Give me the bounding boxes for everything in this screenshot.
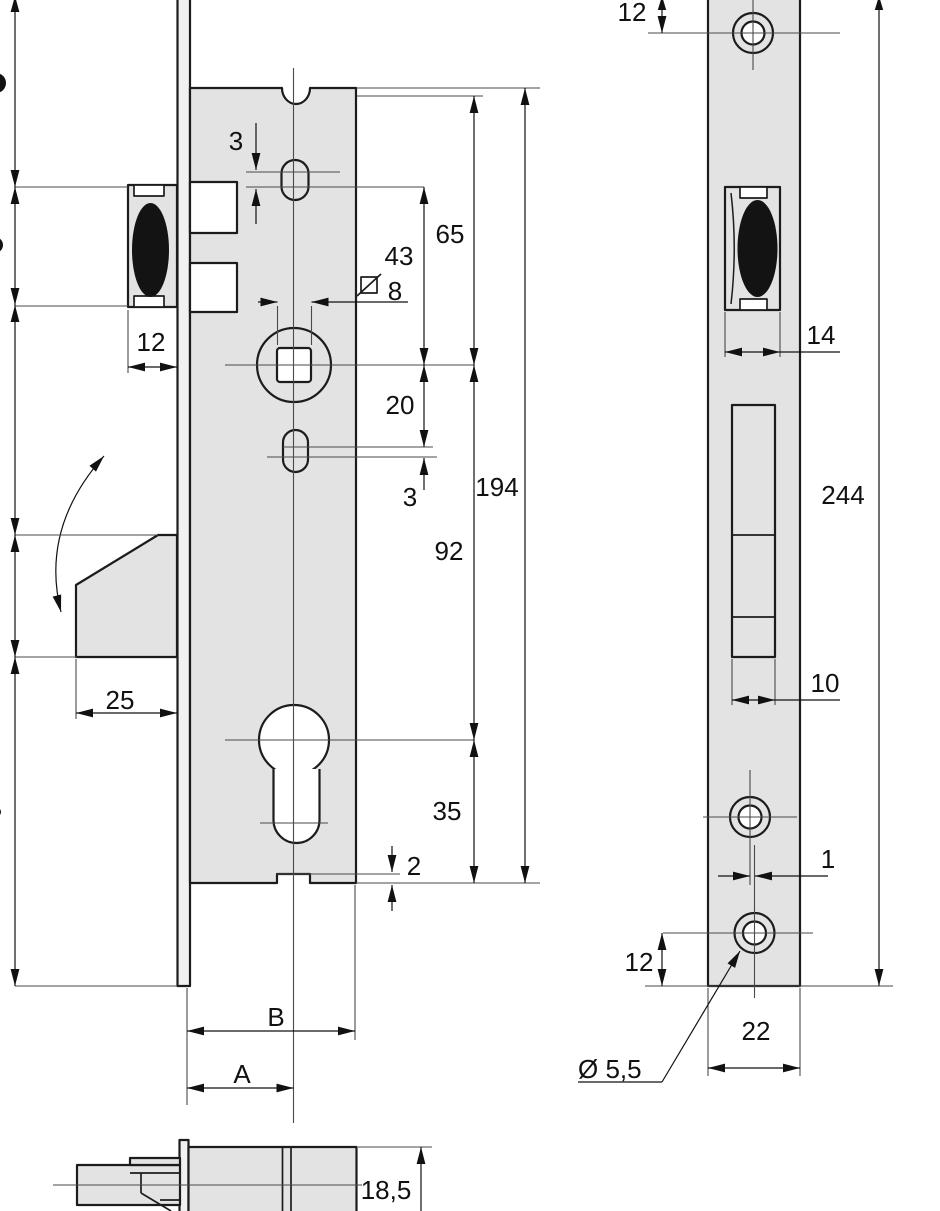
latch-bolt — [132, 203, 169, 297]
dim-43: 43 — [385, 187, 429, 365]
dim-label-1: 1 — [821, 844, 835, 874]
dim-20: 20 — [386, 365, 429, 447]
dim-label-12-bottom: 12 — [625, 947, 654, 977]
cropped-dimension-text — [0, 73, 6, 93]
front-centerlines — [15, 68, 540, 1123]
faceplate-edge — [176, 0, 192, 988]
cylinder-profile-stem — [272, 769, 321, 845]
dim-label-25: 25 — [106, 685, 135, 715]
dim-12-latch: 12 — [127, 310, 177, 373]
dim-label-2: 2 — [407, 851, 421, 881]
slot-upper — [280, 158, 310, 202]
latch-step — [128, 1156, 182, 1167]
leader-screw-diameter: Ø 5,5 — [578, 950, 741, 1084]
faceplate-view: 12 14 244 10 1 — [578, 0, 893, 1084]
dim-1: 1 — [718, 844, 835, 881]
latch-bolt-front — [737, 200, 778, 297]
dim-label-dia-5-5: Ø 5,5 — [578, 1054, 642, 1084]
swing-direction-arrow — [52, 455, 105, 613]
dim-label-18-5: 18,5 — [361, 1175, 412, 1205]
front-view: 3 65 43 8 12 — [0, 0, 540, 1123]
latch-notch-top — [133, 184, 165, 197]
bottom-view: 18,5 — [53, 1138, 432, 1211]
dim-2: 2 — [387, 846, 421, 911]
faceplate — [706, 0, 802, 988]
dim-label-35: 35 — [433, 796, 462, 826]
dim-label-B: B — [267, 1002, 284, 1032]
cropped-arrowhead — [10, 0, 20, 12]
dim-label-65: 65 — [436, 219, 465, 249]
dim-label-12-top: 12 — [618, 0, 647, 27]
cropped-dimension-text — [0, 238, 3, 252]
dim-label-10: 10 — [811, 668, 840, 698]
dim-10: 10 — [731, 659, 840, 705]
latch-cutout-tab-bottom — [739, 298, 768, 311]
dim-label-3-top: 3 — [229, 126, 243, 156]
dim-18-5: 18,5 — [358, 1146, 432, 1211]
bolt-slot — [730, 403, 777, 659]
dim-12-top: 12 — [618, 0, 667, 33]
dim-65: 65 — [436, 96, 479, 365]
dim-label-92: 92 — [435, 536, 464, 566]
dim-label-8: 8 — [388, 276, 402, 306]
dim-12-bottom: 12 — [625, 933, 667, 986]
dim-label-22: 22 — [742, 1016, 771, 1046]
latch-bevel-edge — [730, 192, 735, 305]
dim-square-8: 8 — [258, 273, 408, 345]
slot-lower — [281, 428, 310, 474]
dim-B: B — [186, 885, 356, 1105]
left-dimension-chain — [0, 0, 20, 986]
dim-slot-play-top: 3 — [229, 123, 261, 224]
dim-label-244: 244 — [821, 480, 864, 510]
square-section-symbol — [360, 276, 378, 294]
dim-label-3-bottom: 3 — [403, 482, 417, 512]
case-bottom — [187, 1145, 358, 1211]
dim-label-12-latch: 12 — [137, 327, 166, 357]
latch-cutout-tab-top — [739, 186, 768, 199]
dim-A: A — [187, 1059, 294, 1093]
dim-label-20: 20 — [386, 390, 415, 420]
dim-label-14: 14 — [807, 320, 836, 350]
dim-14: 14 — [724, 312, 840, 357]
dim-92: 92 — [435, 365, 479, 740]
dim-22: 22 — [707, 988, 801, 1076]
latch-notch-bottom — [133, 295, 165, 308]
dim-25: 25 — [75, 659, 177, 719]
dim-194: 194 — [475, 88, 530, 883]
dim-slot-play-bottom: 3 — [403, 458, 429, 512]
dim-label-194: 194 — [475, 472, 518, 502]
dim-label-43: 43 — [385, 241, 414, 271]
cropped-dimension-text — [0, 809, 1, 815]
swing-bolt — [74, 533, 179, 659]
dim-label-A: A — [233, 1059, 251, 1089]
dim-244: 244 — [821, 0, 884, 986]
latch-guide-upper — [188, 180, 239, 235]
latch-guide-lower — [188, 261, 239, 314]
dim-35: 35 — [433, 740, 479, 883]
